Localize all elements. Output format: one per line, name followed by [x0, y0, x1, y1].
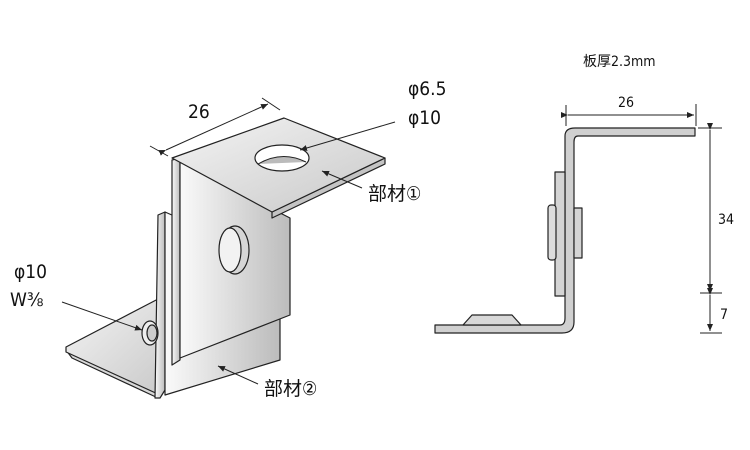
bottom-hole-d: φ10 [14, 261, 47, 283]
part1-label: 部材① [368, 183, 421, 205]
bottom-thread: W⅜ [10, 289, 43, 311]
part2-label: 部材② [264, 378, 317, 400]
leader-top-hole [299, 121, 396, 151]
top-hole-d2: φ10 [408, 107, 441, 129]
side-width-label: 26 [618, 95, 634, 111]
offset-dim-label: 7 [720, 307, 728, 323]
height-dim-label: 34 [718, 212, 734, 228]
top-hole-d1: φ6.5 [408, 78, 446, 100]
isometric-view: 26 φ6.5 φ10 部材① φ10 W⅜ 部材② [10, 78, 446, 400]
leader-bottom-hole [61, 301, 143, 331]
side-view: 板厚2.3mm 26 34 7 [434, 54, 734, 334]
leader-part1 [321, 170, 363, 189]
thickness-label: 板厚2.3mm [583, 54, 656, 70]
width-dimension [149, 97, 281, 157]
leader-part2 [217, 365, 259, 385]
width-dim-label: 26 [188, 101, 210, 123]
